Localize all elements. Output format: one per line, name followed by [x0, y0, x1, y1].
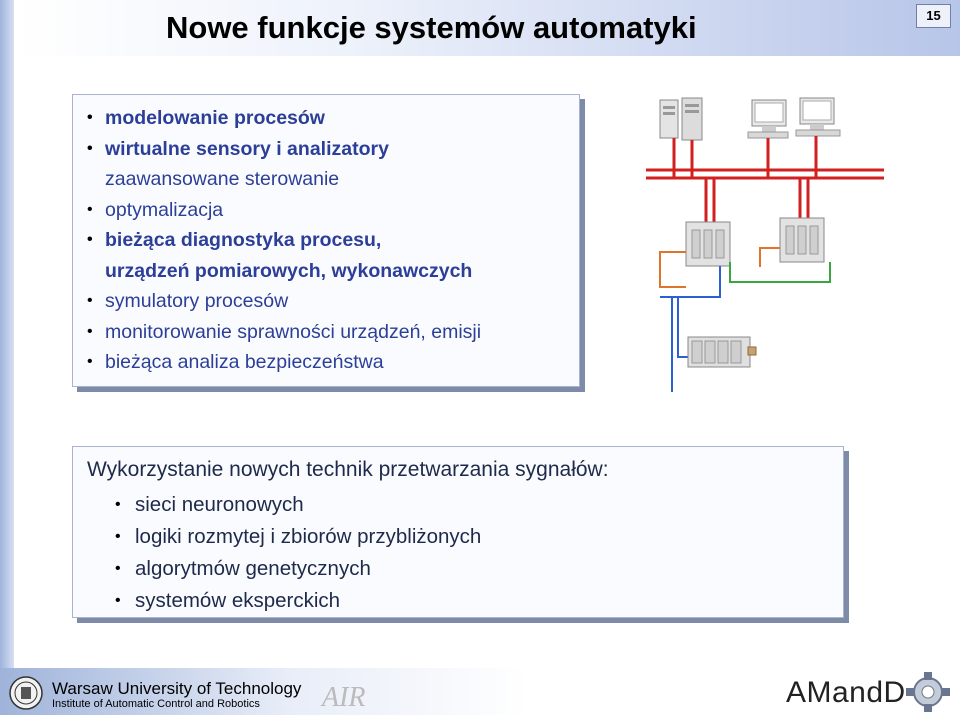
techniques-box: Wykorzystanie nowych technik przetwarzan… — [72, 446, 844, 618]
svg-text:AIR: AIR — [320, 682, 366, 712]
functions-list: modelowanie procesów wirtualne sensory i… — [73, 95, 579, 378]
techniques-heading: Wykorzystanie nowych technik przetwarzan… — [87, 458, 609, 481]
footer-bar — [0, 668, 960, 715]
list-item: bieżąca diagnostyka procesu, — [87, 225, 579, 256]
brand-logo: AMandD — [786, 676, 906, 709]
list-item: wirtualne sensory i analizatory — [87, 134, 579, 165]
page-number: 15 — [916, 4, 951, 28]
list-item: monitorowanie sprawności urządzeń, emisj… — [87, 317, 579, 348]
gear-logo-icon — [906, 672, 950, 712]
list-item: symulatory procesów — [87, 286, 579, 317]
network-diagram — [646, 97, 884, 392]
list-item: zaawansowane sterowanie — [105, 168, 340, 190]
server-icon — [659, 97, 703, 141]
controller-icon — [779, 217, 825, 263]
slide-title: Nowe funkcje systemów automatyki — [166, 10, 697, 45]
title-bar — [14, 0, 960, 56]
workstation-icon — [747, 99, 789, 139]
university-name: Warsaw University of Technology — [52, 679, 302, 698]
air-logo-icon: AIR — [320, 682, 366, 712]
left-decor-band — [0, 0, 14, 715]
list-item: urządzeń pomiarowych, wykonawczych — [105, 259, 473, 282]
institute-name: Institute of Automatic Control and Robot… — [52, 698, 260, 710]
list-item: systemów eksperckich — [115, 585, 481, 617]
list-item: algorytmów genetycznych — [115, 553, 481, 585]
controller-icon — [685, 221, 731, 267]
list-item: bieżąca analiza bezpieczeństwa — [87, 347, 579, 378]
list-item: logiki rozmytej i zbiorów przybliżonych — [115, 521, 481, 553]
functions-box: modelowanie procesów wirtualne sensory i… — [72, 94, 580, 387]
list-item: sieci neuronowych — [115, 489, 481, 521]
list-item: modelowanie procesów — [87, 103, 579, 134]
list-item: optymalizacja — [87, 195, 579, 226]
university-seal-icon — [9, 676, 43, 710]
workstation-icon — [795, 97, 841, 137]
io-module-icon — [687, 336, 757, 368]
techniques-list: sieci neuronowych logiki rozmytej i zbio… — [115, 489, 481, 617]
